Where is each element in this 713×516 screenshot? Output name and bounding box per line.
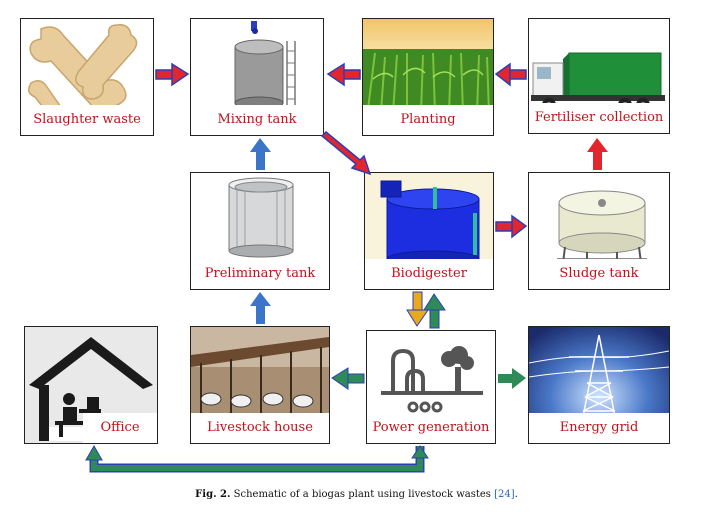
node-biodigester: Biodigester xyxy=(364,172,494,290)
node-livestock-house: Livestock house xyxy=(190,326,330,444)
node-mixing-tank: Mixing tank xyxy=(190,18,324,136)
sludge-tank-illustration xyxy=(529,173,669,289)
node-preliminary-tank: Preliminary tank xyxy=(190,172,330,290)
node-office: Office xyxy=(24,326,158,444)
node-power-generation: Power generation xyxy=(366,330,496,444)
label-biodigester: Biodigester xyxy=(365,259,493,289)
biodigester-illustration xyxy=(365,173,493,289)
label-mixing-tank: Mixing tank xyxy=(191,105,323,135)
arrow-mixing-to-biodigester xyxy=(320,130,372,176)
label-energy-grid: Energy grid xyxy=(529,413,669,443)
caption-ref-link[interactable]: [24] xyxy=(494,489,515,500)
arrow-power-to-biodigester xyxy=(423,293,446,329)
node-sludge-tank: Sludge tank xyxy=(528,172,670,290)
caption-text: Schematic of a biogas plant using livest… xyxy=(230,489,495,500)
arrow-sludge-to-fertiliser xyxy=(587,138,608,170)
arrow-biodigester-to-sludge xyxy=(495,214,528,239)
node-planting: Planting xyxy=(362,18,494,136)
node-fertiliser-collection: Fertiliser collection xyxy=(528,18,670,134)
arrow-slaughter-to-mixing xyxy=(155,62,190,87)
node-slaughter-waste: Slaughter waste xyxy=(20,18,154,136)
label-slaughter-waste: Slaughter waste xyxy=(21,105,153,135)
caption-end: . xyxy=(514,489,518,500)
arrow-power-to-energy-grid xyxy=(498,368,526,389)
label-fertiliser-collection: Fertiliser collection xyxy=(529,103,669,133)
arrow-planting-to-mixing xyxy=(326,62,361,87)
label-livestock-house: Livestock house xyxy=(191,413,329,443)
arrow-biodigester-to-power xyxy=(406,291,429,327)
node-energy-grid: Energy grid xyxy=(528,326,670,444)
label-office: Office xyxy=(83,413,157,443)
figure-caption: Fig. 2. Schematic of a biogas plant usin… xyxy=(0,489,713,500)
arrow-livestock-to-preliminary xyxy=(250,292,271,324)
caption-prefix: Fig. 2. xyxy=(195,489,231,500)
arrow-power-to-livestock xyxy=(331,367,365,390)
label-preliminary-tank: Preliminary tank xyxy=(191,259,329,289)
arrow-preliminary-to-mixing xyxy=(250,138,271,170)
label-planting: Planting xyxy=(363,105,493,135)
arrow-fertiliser-to-planting xyxy=(494,62,527,87)
label-power-generation: Power generation xyxy=(367,413,495,443)
label-sludge-tank: Sludge tank xyxy=(529,259,669,289)
arrow-power-to-office xyxy=(85,444,429,473)
